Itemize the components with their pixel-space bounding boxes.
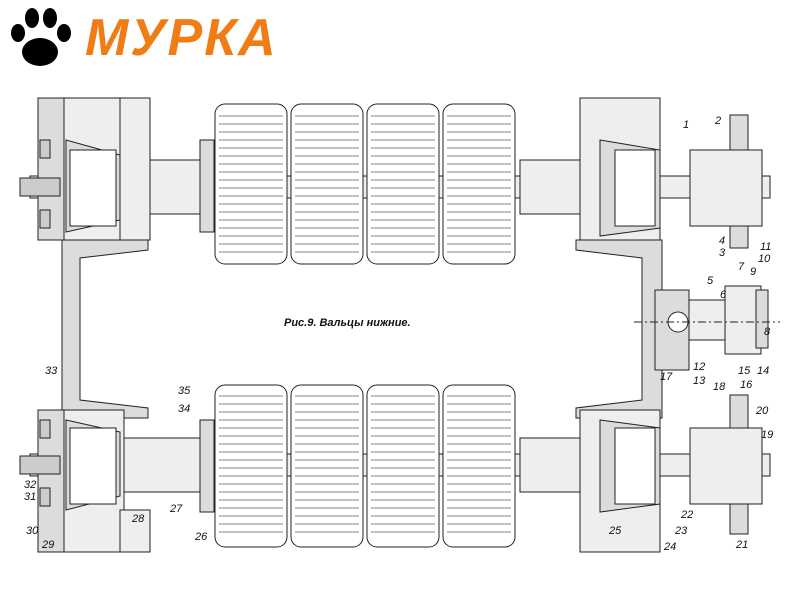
drum-ribs — [219, 115, 511, 533]
callout-label-29: 29 — [41, 539, 54, 551]
frame-left — [61, 239, 149, 419]
callout-label-28: 28 — [131, 513, 145, 525]
callout-label-12: 12 — [693, 361, 705, 373]
callout-label-33: 33 — [45, 365, 58, 377]
callout-label-35: 35 — [178, 385, 191, 397]
frame-right — [575, 239, 663, 419]
callout-label-34: 34 — [178, 403, 190, 415]
callout-label-18: 18 — [713, 381, 726, 393]
paw-icon — [11, 8, 71, 66]
callout-label-2: 2 — [714, 115, 721, 127]
callout-label-3: 3 — [719, 247, 726, 259]
callout-label-31: 31 — [24, 491, 36, 503]
callout-label-6: 6 — [720, 289, 727, 301]
callout-label-23: 23 — [674, 525, 688, 537]
callout-label-27: 27 — [169, 503, 183, 515]
logo — [11, 8, 71, 66]
callout-label-14: 14 — [757, 365, 769, 377]
callout-label-30: 30 — [26, 525, 39, 537]
logo-text: МУРКА — [85, 9, 278, 67]
callout-label-5: 5 — [707, 275, 714, 287]
callout-label-22: 22 — [680, 509, 693, 521]
callout-label-25: 25 — [608, 525, 622, 537]
callout-label-16: 16 — [740, 379, 753, 391]
callout-label-10: 10 — [758, 253, 771, 265]
callout-label-15: 15 — [738, 365, 751, 377]
figure-caption: Рис.9. Вальцы нижние. — [284, 317, 411, 329]
callout-label-8: 8 — [764, 326, 771, 338]
callout-label-11: 11 — [760, 241, 771, 253]
callout-label-20: 20 — [755, 405, 769, 417]
callout-label-32: 32 — [24, 479, 36, 491]
callout-label-19: 19 — [761, 429, 773, 441]
callout-label-9: 9 — [750, 266, 756, 278]
callout-label-13: 13 — [693, 375, 706, 387]
callout-label-17: 17 — [660, 371, 673, 383]
tensioner-assembly — [634, 285, 780, 371]
top-roller — [19, 97, 771, 265]
callout-label-7: 7 — [738, 261, 745, 273]
callout-label-21: 21 — [735, 539, 748, 551]
callout-label-24: 24 — [663, 541, 676, 553]
callout-label-4: 4 — [719, 235, 725, 247]
callout-label-26: 26 — [194, 531, 208, 543]
callout-label-1: 1 — [683, 119, 689, 131]
